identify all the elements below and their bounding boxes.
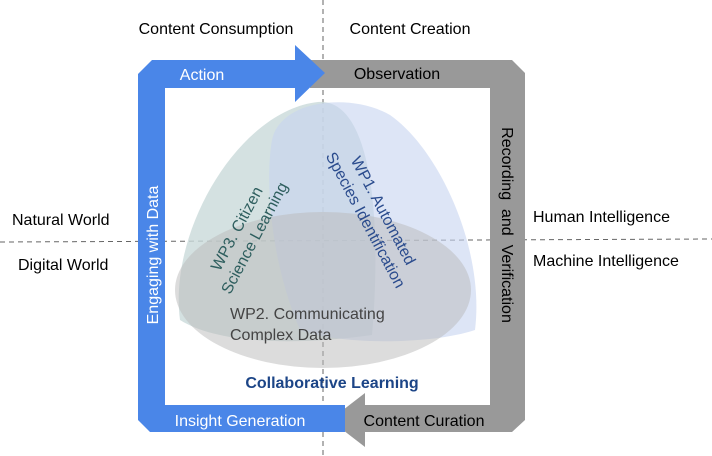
label-natural-world: Natural World [12, 212, 110, 229]
label-content-creation: Content Creation [350, 21, 471, 38]
label-insight-generation: Insight Generation [175, 413, 306, 430]
label-machine-intelligence: Machine Intelligence [533, 253, 679, 270]
label-recording-verification: Recording and Verification [498, 127, 515, 323]
wp2-subtitle: Complex Data [230, 327, 331, 344]
label-digital-world: Digital World [18, 257, 108, 274]
label-human-intelligence: Human Intelligence [533, 209, 670, 226]
collaborative-learning-label: Collaborative Learning [245, 375, 418, 392]
gray-arrow-frame [310, 60, 525, 447]
label-content-curation: Content Curation [364, 413, 485, 430]
horizontal-divider [0, 238, 712, 243]
wp2-shape [175, 212, 471, 368]
wp2-title: WP2. Communicating [230, 306, 385, 323]
blue-arrow-frame [138, 45, 345, 432]
label-observation: Observation [354, 66, 440, 83]
label-content-consumption: Content Consumption [139, 21, 294, 38]
label-engaging-with-data: Engaging with Data [145, 186, 162, 325]
label-action: Action [180, 67, 224, 84]
